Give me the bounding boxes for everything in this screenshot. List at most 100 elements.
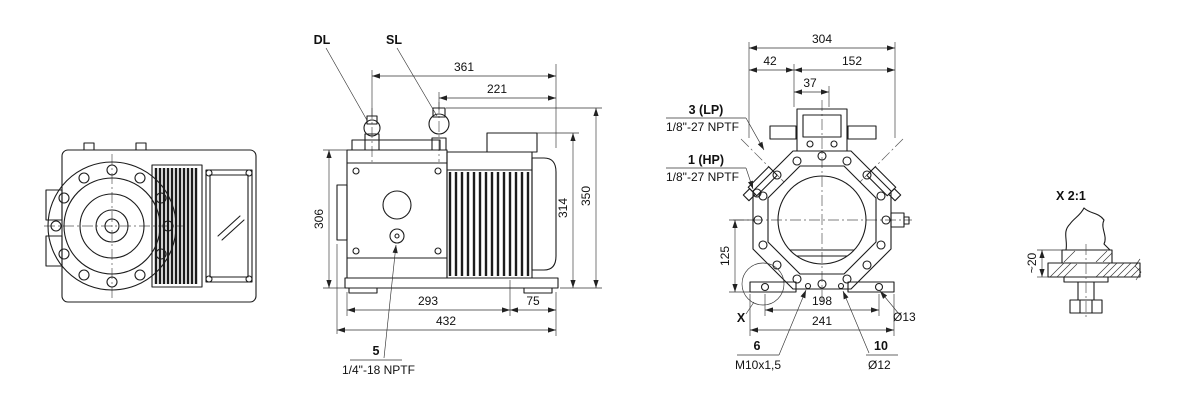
dim-arrow <box>326 150 332 158</box>
dim-arrow <box>871 307 879 313</box>
dim-arrow <box>502 307 510 313</box>
detail-x-circle <box>741 262 785 306</box>
dim-37-label: 37 <box>803 76 817 90</box>
dim-arrow <box>1039 269 1045 277</box>
dim-arrow <box>1039 250 1045 258</box>
foot-hole-right <box>874 282 884 292</box>
dim-arrow <box>887 67 895 73</box>
housing-octagon-inner <box>767 165 877 275</box>
bottom-tap-10 <box>837 282 845 290</box>
side-view <box>336 102 559 294</box>
dim-350-label: 350 <box>579 186 593 206</box>
side-view-dimensions: 361 221 306 314 350 293 75 432 DL SL 5 1… <box>312 33 602 377</box>
dim-arrow <box>548 307 556 313</box>
port-3-thread-label: 1/8"-27 NPTF <box>666 120 739 134</box>
foot-hole-dia-label: Ø13 <box>893 310 916 324</box>
hp-port <box>752 188 762 198</box>
front-view-dimensions: 304 42 152 37 125 198 241 3 (LP) 1/8"-27… <box>666 32 916 372</box>
dim-arrow <box>757 141 764 150</box>
dim-152-label: 152 <box>842 54 862 68</box>
top-bolt-right <box>135 142 147 151</box>
dim-42-label: 42 <box>763 54 777 68</box>
dim-arrow <box>548 73 556 79</box>
end-bell <box>531 157 557 271</box>
dim-arrow <box>794 89 802 95</box>
detail-x-title: X 2:1 <box>1056 189 1086 203</box>
dim-arrow <box>548 327 556 333</box>
bolt-head <box>1069 299 1103 314</box>
dim-arrow <box>392 245 398 254</box>
dim-314-label: 314 <box>556 198 570 218</box>
port-5-boss <box>389 228 405 244</box>
dim-221-label: 221 <box>487 82 507 96</box>
dim-arrow <box>570 280 576 288</box>
dim-arrow <box>750 327 758 333</box>
lp-centerline <box>740 138 785 183</box>
crankcase <box>346 149 448 279</box>
dim-241-label: 241 <box>812 314 832 328</box>
dim-arrow <box>821 89 829 95</box>
dim-75-label: 75 <box>526 294 540 308</box>
dim-arrow <box>372 73 380 79</box>
port-6-leader <box>778 289 807 356</box>
motor-housing <box>446 151 533 279</box>
foot-right <box>523 287 553 294</box>
dim-arrow <box>347 307 355 313</box>
port-1-label: 1 (HP) <box>688 153 724 167</box>
dim-arrow <box>748 180 753 189</box>
right-fitting <box>866 166 902 202</box>
dim-arrow <box>843 291 849 300</box>
dim-arrow <box>800 290 806 299</box>
dim-304-label: 304 <box>812 32 832 46</box>
dim-arrow <box>326 280 332 288</box>
nameplate <box>205 169 253 283</box>
dl-label: DL <box>314 33 331 47</box>
sl-leader <box>396 47 438 117</box>
cable-gland-right <box>847 125 877 140</box>
dim-arrow <box>439 95 447 101</box>
motor-fins <box>151 164 203 288</box>
dim-arrow <box>886 327 894 333</box>
port-1-thread-label: 1/8"-27 NPTF <box>666 170 739 184</box>
inner-bore <box>777 175 867 265</box>
dim-306-label: 306 <box>312 209 326 229</box>
crankcase-bolts <box>352 167 442 255</box>
dim-arrow <box>593 108 599 116</box>
foot-left <box>749 281 797 293</box>
dim-432-label: 432 <box>436 314 456 328</box>
port-6-label: 6 <box>754 339 761 353</box>
right-fitting-centerline <box>859 138 904 183</box>
dim-arrow <box>337 327 345 333</box>
sl-label: SL <box>386 33 402 47</box>
lp-fitting <box>742 166 778 202</box>
foot-hole-left <box>760 282 770 292</box>
foot-right <box>847 281 895 293</box>
top-flange <box>351 139 441 151</box>
section-hatching <box>1049 250 1141 278</box>
foot-left <box>348 287 378 294</box>
port-5-thread-label: 1/4"-18 NPTF <box>342 363 415 377</box>
dim-arrow <box>570 133 576 141</box>
nameplate-logo <box>217 215 245 241</box>
port-3-label: 3 (LP) <box>689 103 724 117</box>
dim-arrow <box>548 95 556 101</box>
motor-fins-side <box>448 172 530 276</box>
port-5-leader <box>383 244 397 359</box>
detail-marker-label: X <box>737 311 746 325</box>
port-6-thread-label: M10x1,5 <box>735 358 781 372</box>
dim-125-label: 125 <box>718 246 732 266</box>
dim-361-label: 361 <box>454 60 474 74</box>
base-rail <box>344 277 559 289</box>
dim-arrow <box>794 67 802 73</box>
top-bolt-left <box>83 142 95 151</box>
dim-arrow <box>749 67 757 73</box>
end-view <box>44 142 257 303</box>
dim-arrow <box>510 307 518 313</box>
port-10-leader <box>842 290 870 354</box>
port-10-label: 10 <box>874 339 888 353</box>
rail-break-line <box>1134 258 1142 281</box>
dim-arrow <box>749 45 757 51</box>
port-5-hole <box>394 233 400 239</box>
